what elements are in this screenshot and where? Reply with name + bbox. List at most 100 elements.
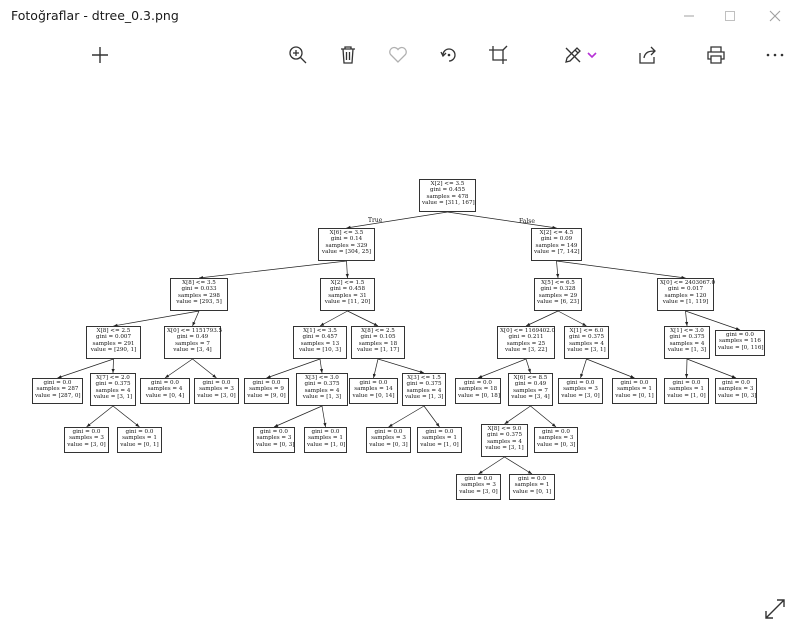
tree-node-line: X[1] <= 3.0 [670,328,704,334]
share-button[interactable] [628,31,668,79]
tree-node-line: samples = 149 [535,242,578,249]
tree-node-line: X[1] <= 6.0 [569,328,604,334]
print-icon [707,46,725,64]
tree-node-line: samples = 1 [617,386,652,393]
tree-node-line: value = [0, 4] [145,392,185,399]
tree-node-line: gini = 0.017 [667,286,704,293]
tree-node-line: X[5] <= 6.5 [541,280,575,286]
tree-node-line: gini = 0.49 [176,334,209,341]
rotate-icon [440,48,456,62]
tree-node-line: gini = 0.0 [125,429,154,435]
tree-node-line: gini = 0.033 [181,286,217,293]
tree-node-line: samples = 4 [147,386,183,393]
tree-node-line: samples = 13 [300,340,340,347]
tree-node-line: gini = 0.09 [540,236,573,243]
favorite-button[interactable] [378,31,418,79]
tree-node-line: value = [6, 23] [537,299,580,306]
tree-node-line: value = [3, 1] [567,347,606,354]
tree-node-line: samples = 287 [36,386,79,393]
tree-node-line: X[0] <= 2403067.0 [660,280,716,286]
tree-node-line: gini = 0.211 [508,334,544,341]
tree-node-line: gini = 0.0 [72,429,101,435]
tree-node-line: X[8] <= 2.5 [96,328,131,334]
delete-icon [341,46,355,64]
maximize-button[interactable] [707,0,753,31]
window-title: Fotoğraflar - dtree_0.3.png [11,8,179,23]
tree-node-line: gini = 0.328 [540,286,576,293]
tree-node-line: value = [1, 3] [302,394,342,401]
crop-button[interactable] [478,31,518,79]
tree-node-line: value = [287, 0] [35,392,81,399]
share-icon [639,46,656,64]
expand-icon [765,599,785,619]
tree-node-line: value = [3, 1] [93,394,133,401]
tree-node-line: X[2] <= 1.5 [330,280,365,286]
tree-node-line: gini = 0.0 [566,380,595,386]
minimize-button[interactable] [666,0,712,31]
tree-node-line: value = [0, 14] [352,392,395,399]
tree-node-line: gini = 0.0 [518,476,546,482]
tree-node-line: gini = 0.375 [95,381,131,388]
add-button[interactable] [80,31,120,79]
tree-node-line: samples = 3 [199,386,234,393]
tree-node-line: gini = 0.0 [252,380,281,386]
edit-icon [565,47,581,63]
tree-node-line: value = [1, 0] [667,392,706,399]
tree-node-line: value = [11, 20] [324,299,371,306]
tree-node-line: samples = 1 [122,435,157,442]
tree-node-line: gini = 0.375 [304,381,340,388]
tree-node-line: value = [3, 0] [67,441,106,448]
tree-node-line: gini = 0.0 [542,429,570,435]
tree-node-line: value = [311, 167] [422,200,475,207]
delete-button[interactable] [328,31,368,79]
tree-node-line: samples = 1 [422,435,457,442]
minimize-icon [684,15,694,16]
tree-node-line: samples = 3 [563,386,598,393]
rotate-button[interactable] [429,31,469,79]
tree-node-line: gini = 0.0 [151,380,179,386]
tree-node-line: X[3] <= 3.0 [305,375,339,381]
close-button[interactable] [752,0,797,31]
tree-node-line: X[3] <= 1.5 [407,375,441,381]
more-options-button[interactable] [755,31,795,79]
favorite-icon [389,46,407,63]
tree-node-line: samples = 4 [487,438,522,445]
tree-node-line: X[2] <= 4.5 [539,230,574,236]
tree-node-line: value = [3, 22] [504,347,548,354]
tree-node-line: samples = 1 [514,482,550,489]
tree-node-line: value = [1, 119] [662,299,709,306]
tree-node-line: gini = 0.457 [302,334,338,341]
tree-node-line: value = [1, 3] [405,394,444,401]
fullscreen-button[interactable] [764,598,786,620]
print-button[interactable] [696,31,736,79]
edit-create-button[interactable] [555,31,605,79]
zoom-in-button[interactable] [278,31,318,79]
tree-node-line: X[6] <= 3.5 [329,230,364,236]
tree-node-line: samples = 18 [358,340,398,347]
more-icon [766,53,784,57]
tree-node-line: value = [3, 0] [561,392,600,399]
tree-node-line: samples = 25 [506,340,546,347]
